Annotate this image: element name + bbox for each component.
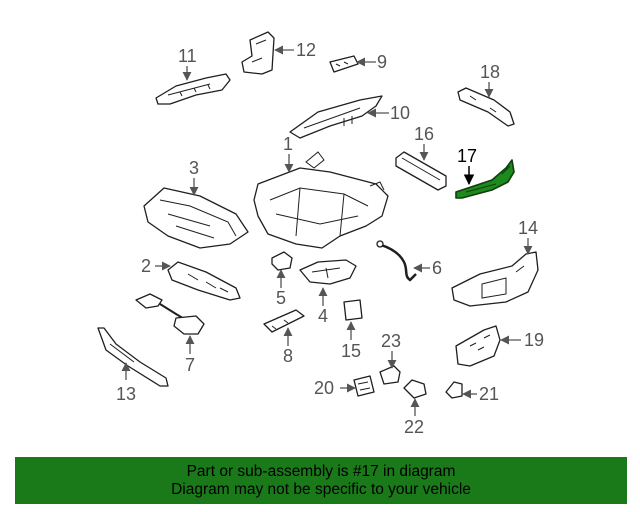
part-20-connector[interactable] bbox=[353, 375, 375, 397]
callout-leaders bbox=[121, 45, 533, 416]
part-12-cover[interactable] bbox=[241, 31, 275, 75]
callout-16: 16 bbox=[414, 124, 434, 144]
part-15-cap[interactable] bbox=[343, 299, 363, 321]
callout-19: 19 bbox=[524, 330, 544, 350]
part-16-panel[interactable] bbox=[395, 151, 447, 191]
callout-21: 21 bbox=[479, 384, 499, 404]
part-7-harness[interactable] bbox=[135, 293, 205, 335]
callout-10: 10 bbox=[390, 103, 410, 123]
part-8-small-bar[interactable] bbox=[263, 309, 305, 333]
callout-23: 23 bbox=[381, 331, 401, 351]
callout-12: 12 bbox=[296, 40, 316, 60]
part-2-motor-bracket[interactable] bbox=[167, 261, 241, 301]
part-19-switch-panel[interactable] bbox=[455, 325, 501, 367]
info-banner: Part or sub-assembly is #17 in diagram D… bbox=[15, 457, 627, 504]
callout-6: 6 bbox=[432, 258, 442, 278]
part-13-long-trim[interactable] bbox=[97, 327, 169, 387]
part-5-knob[interactable] bbox=[271, 251, 293, 271]
part-22-knob[interactable] bbox=[403, 379, 427, 399]
callout-20: 20 bbox=[314, 378, 334, 398]
callout-1: 1 bbox=[283, 134, 293, 154]
callout-4: 4 bbox=[318, 306, 328, 326]
callout-13: 13 bbox=[116, 384, 136, 404]
banner-line-part-info: Part or sub-assembly is #17 in diagram bbox=[186, 462, 456, 480]
part-1-seat-frame[interactable] bbox=[253, 151, 389, 249]
part-21-button[interactable] bbox=[445, 381, 463, 399]
callout-3: 3 bbox=[189, 158, 199, 178]
part-23-clip[interactable] bbox=[379, 365, 401, 385]
part-10-rail-trim[interactable] bbox=[289, 95, 383, 139]
callout-9: 9 bbox=[377, 52, 387, 72]
part-3-base-plate[interactable] bbox=[143, 187, 249, 249]
part-18-upper-trim[interactable] bbox=[457, 87, 515, 127]
callout-15: 15 bbox=[341, 341, 361, 361]
callout-14: 14 bbox=[518, 218, 538, 238]
callout-11: 11 bbox=[178, 46, 197, 66]
exploded-parts-diagram: 11 12 9 10 18 16 17 1 3 2 5 4 6 14 7 8 1… bbox=[97, 31, 544, 437]
callout-2: 2 bbox=[141, 256, 151, 276]
part-17-highlighted-cover[interactable] bbox=[455, 159, 515, 199]
part-14-side-shield[interactable] bbox=[451, 251, 539, 307]
banner-line-disclaimer: Diagram may not be specific to your vehi… bbox=[171, 480, 471, 498]
callout-7: 7 bbox=[185, 355, 195, 375]
callout-18: 18 bbox=[480, 62, 500, 82]
callout-5: 5 bbox=[276, 288, 286, 308]
part-11-track-bracket[interactable] bbox=[155, 73, 231, 105]
part-4-housing[interactable] bbox=[299, 259, 357, 285]
callout-17: 17 bbox=[457, 146, 477, 166]
callout-22: 22 bbox=[404, 417, 424, 437]
part-6-cable[interactable] bbox=[376, 240, 417, 282]
part-9-clip[interactable] bbox=[329, 55, 359, 73]
callout-8: 8 bbox=[283, 346, 293, 366]
